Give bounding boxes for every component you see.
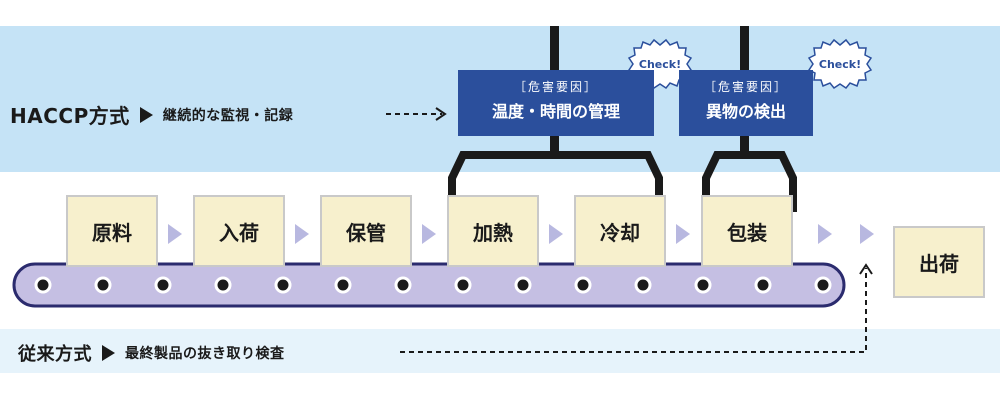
roller: [754, 276, 772, 294]
roller: [574, 276, 592, 294]
roller: [94, 276, 112, 294]
haccp-arrowhead: [435, 107, 447, 121]
flow-arrow: [422, 224, 436, 244]
traditional-arrowhead: [859, 263, 873, 275]
flow-arrow: [549, 224, 563, 244]
conveyor-rollers: [34, 276, 832, 294]
flow-arrow: [676, 224, 690, 244]
haccp-method: 継続的な監視・記録: [162, 107, 294, 124]
check-badge-2: [807, 38, 873, 90]
hazard-box-foreign-matter: ［危害要因］ 異物の検出: [679, 70, 813, 136]
triangle-right-icon: [139, 106, 153, 123]
roller: [514, 276, 532, 294]
hazard-tag: ［危害要因］: [703, 80, 788, 94]
roller: [154, 276, 172, 294]
roller: [694, 276, 712, 294]
haccp-label: HACCP方式 継続的な監視・記録: [10, 100, 293, 129]
traditional-title: 従来方式: [18, 344, 92, 365]
roller: [334, 276, 352, 294]
process-box-raw-material: 原料: [66, 195, 158, 267]
haccp-title: HACCP方式: [10, 104, 130, 128]
roller: [394, 276, 412, 294]
process-box-packaging: 包装: [701, 195, 793, 267]
traditional-dashed-line: [400, 268, 867, 353]
check-label-2: Check!: [818, 58, 862, 71]
process-box-receiving: 入荷: [193, 195, 285, 267]
flow-arrow: [295, 224, 309, 244]
triangle-right-icon: [102, 345, 115, 361]
gripper-left: [448, 151, 663, 212]
roller: [274, 276, 292, 294]
traditional-label: 従来方式 最終製品の抜き取り検査: [18, 340, 285, 366]
flow-arrow: [168, 224, 182, 244]
gripper-right: [702, 151, 797, 212]
roller: [214, 276, 232, 294]
hazard-box-temperature: ［危害要因］ 温度・時間の管理: [458, 70, 654, 136]
process-box-cooling: 冷却: [574, 195, 666, 267]
roller: [814, 276, 832, 294]
process-box-storage: 保管: [320, 195, 412, 267]
hazard-tag: ［危害要因］: [513, 80, 598, 94]
roller: [454, 276, 472, 294]
roller: [34, 276, 52, 294]
check-label-1: Check!: [638, 58, 682, 71]
flow-arrow: [860, 224, 874, 244]
hazard-name: 異物の検出: [705, 102, 786, 121]
traditional-method: 最終製品の抜き取り検査: [125, 346, 285, 362]
conveyor-belt: [12, 262, 846, 308]
flow-arrows: [168, 224, 874, 244]
roller: [634, 276, 652, 294]
hazard-name: 温度・時間の管理: [491, 102, 620, 121]
process-box-shipping: 出荷: [893, 226, 985, 298]
flow-arrow: [818, 224, 832, 244]
process-box-heating: 加熱: [447, 195, 539, 267]
